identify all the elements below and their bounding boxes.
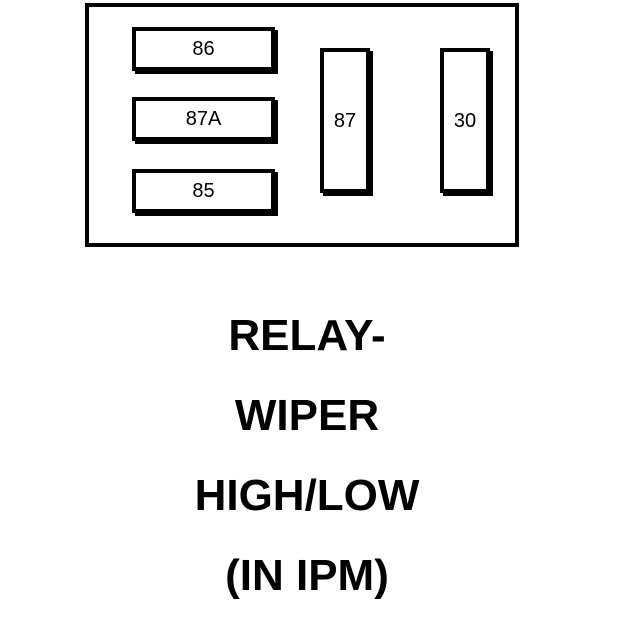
- terminal-30: 30: [440, 48, 490, 193]
- terminal-87-label: 87: [333, 109, 357, 132]
- relay-caption: RELAY- WIPER HIGH/LOW (IN IPM): [0, 306, 614, 626]
- terminal-87: 87: [320, 48, 370, 193]
- terminal-86-label: 86: [192, 38, 215, 60]
- terminal-86: 86: [132, 27, 275, 71]
- caption-line-4: (IN IPM): [225, 551, 389, 600]
- caption-line-1: RELAY-: [228, 311, 386, 360]
- caption-line-2: WIPER: [234, 391, 380, 440]
- terminal-85-label: 85: [192, 180, 215, 202]
- terminal-87a-label: 87A: [185, 108, 222, 130]
- terminal-87a: 87A: [132, 97, 275, 141]
- relay-housing: [85, 3, 519, 247]
- terminal-85: 85: [132, 169, 275, 213]
- caption-line-3: HIGH/LOW: [194, 471, 420, 520]
- terminal-30-label: 30: [453, 109, 477, 132]
